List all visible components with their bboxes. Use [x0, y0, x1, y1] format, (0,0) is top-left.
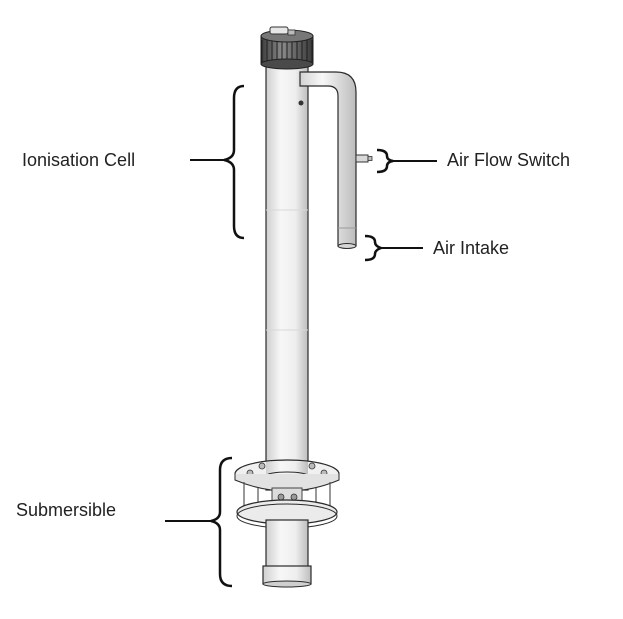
air-intake-pipe	[299, 71, 357, 249]
top-cap	[260, 26, 314, 70]
submersible-bracket	[165, 456, 233, 588]
ionisation-tube	[265, 59, 309, 491]
air-intake-bracket	[364, 234, 423, 262]
submersible-assembly	[234, 459, 340, 588]
ionisation-cell-bracket	[190, 84, 245, 240]
air-flow-switch-bracket	[376, 148, 437, 174]
label-air-intake: Air Intake	[433, 238, 510, 258]
label-ionisation-cell: Ionisation Cell	[22, 150, 136, 170]
label-air-flow-switch: Air Flow Switch	[447, 150, 571, 170]
port-hole-icon	[298, 100, 304, 106]
label-submersible: Submersible	[16, 500, 117, 520]
cap-fitting-icon	[269, 26, 289, 35]
air-flow-switch-nozzle	[355, 154, 373, 163]
